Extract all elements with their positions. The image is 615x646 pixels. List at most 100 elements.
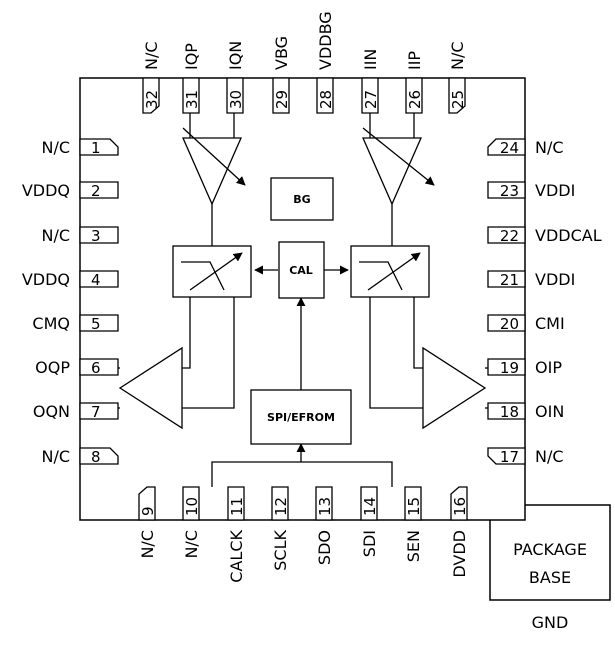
pin-number: 5 xyxy=(91,315,101,333)
pin-22: 22 VDDCAL xyxy=(487,226,602,245)
spi-efrom-block: SPI/EFROM xyxy=(250,389,352,445)
pin-number: 1 xyxy=(91,139,101,157)
pin-name: DVDD xyxy=(450,530,469,578)
pin-pad xyxy=(315,486,333,521)
pin-number: 26 xyxy=(406,90,424,109)
pin-name: OIP xyxy=(535,358,562,377)
pin-name: SCLK xyxy=(271,529,290,570)
pin-pad xyxy=(182,486,200,521)
package-label-line2: BASE xyxy=(529,568,571,587)
pin-number: 24 xyxy=(500,139,519,157)
pin-name: OQP xyxy=(35,358,70,377)
bg-label: BG xyxy=(293,193,310,206)
pin-pad xyxy=(487,358,526,376)
pin-pad xyxy=(487,226,526,244)
pin-pad xyxy=(182,77,200,114)
pin-number: 15 xyxy=(405,497,423,516)
pin-name: N/C xyxy=(182,530,201,559)
pin-pad xyxy=(450,486,468,521)
pin-number: 7 xyxy=(91,403,101,421)
pin-number: 22 xyxy=(500,227,519,245)
pin-number: 20 xyxy=(500,315,519,333)
pin-pad xyxy=(487,270,526,288)
gnd-label: GND xyxy=(532,613,569,632)
pin-32: 32 N/C xyxy=(142,41,161,114)
pin-pad xyxy=(316,77,334,114)
pin-name: IIN xyxy=(361,49,380,70)
pin-name: VDDI xyxy=(535,270,575,289)
pin-number: 31 xyxy=(183,90,201,109)
pin-name: N/C xyxy=(535,138,564,157)
package-base: PACKAGE BASE xyxy=(489,504,611,601)
pin-pad xyxy=(79,447,119,465)
pin-number: 10 xyxy=(183,497,201,516)
pin-number: 6 xyxy=(91,359,101,377)
pin-pad xyxy=(79,226,119,244)
package-label-line1: PACKAGE xyxy=(513,540,587,559)
pin-28: 28 VDDBG xyxy=(316,11,335,114)
pin-name: IQP xyxy=(182,43,201,70)
pin-number: 30 xyxy=(227,90,245,109)
pin-20: 20 CMI xyxy=(487,314,565,333)
pin-number: 29 xyxy=(273,90,291,109)
pin-pad xyxy=(487,402,526,420)
i-input-amplifier xyxy=(362,127,435,206)
i-output-driver xyxy=(422,346,487,430)
pin-name: N/C xyxy=(41,226,70,245)
pin-number: 28 xyxy=(317,90,335,109)
pin-pad xyxy=(271,486,289,521)
pin-number: 9 xyxy=(139,506,157,516)
pin-name: SEN xyxy=(404,530,423,562)
pin-pad xyxy=(405,77,423,114)
internal-wiring xyxy=(118,113,488,487)
pin-31: 31 IQP xyxy=(182,43,201,114)
pin-name: N/C xyxy=(142,41,161,70)
pin-name: VDDCAL xyxy=(535,226,602,245)
pin-pad xyxy=(226,77,244,114)
pin-number: 17 xyxy=(500,448,519,466)
pin-pad xyxy=(487,314,526,332)
pin-name: OIN xyxy=(535,402,564,421)
pin-pad xyxy=(404,486,422,521)
pin-name: VBG xyxy=(272,36,291,70)
pin-name: VDDBG xyxy=(316,11,335,70)
q-input-amplifier xyxy=(182,127,246,206)
q-filter xyxy=(172,245,252,298)
pin-number: 32 xyxy=(143,90,161,109)
pin-name: IIP xyxy=(405,51,424,70)
cal-label: CAL xyxy=(289,264,313,277)
pin-pad xyxy=(79,181,119,199)
pin-number: 14 xyxy=(361,497,379,516)
pin-name: N/C xyxy=(535,447,564,466)
signal-arrows xyxy=(254,265,349,462)
pin-pad xyxy=(138,486,156,521)
pin-pad xyxy=(79,138,119,156)
pin-number: 13 xyxy=(316,497,334,516)
pin-number: 25 xyxy=(449,90,467,109)
cal-block: CAL xyxy=(278,241,325,299)
pin-29: 29 VBG xyxy=(272,36,291,114)
pin-name: N/C xyxy=(138,530,157,559)
pin-name: VDDQ xyxy=(22,270,70,289)
pin-name: VDDQ xyxy=(22,181,70,200)
pin-number: 8 xyxy=(91,448,101,466)
pin-name: SDI xyxy=(360,530,379,557)
q-output-driver xyxy=(118,346,183,430)
pin-8: 8N/C xyxy=(41,447,119,466)
pin-name: CMI xyxy=(535,314,565,333)
pin-3: 3N/C xyxy=(41,226,119,245)
pin-pad xyxy=(79,314,119,332)
